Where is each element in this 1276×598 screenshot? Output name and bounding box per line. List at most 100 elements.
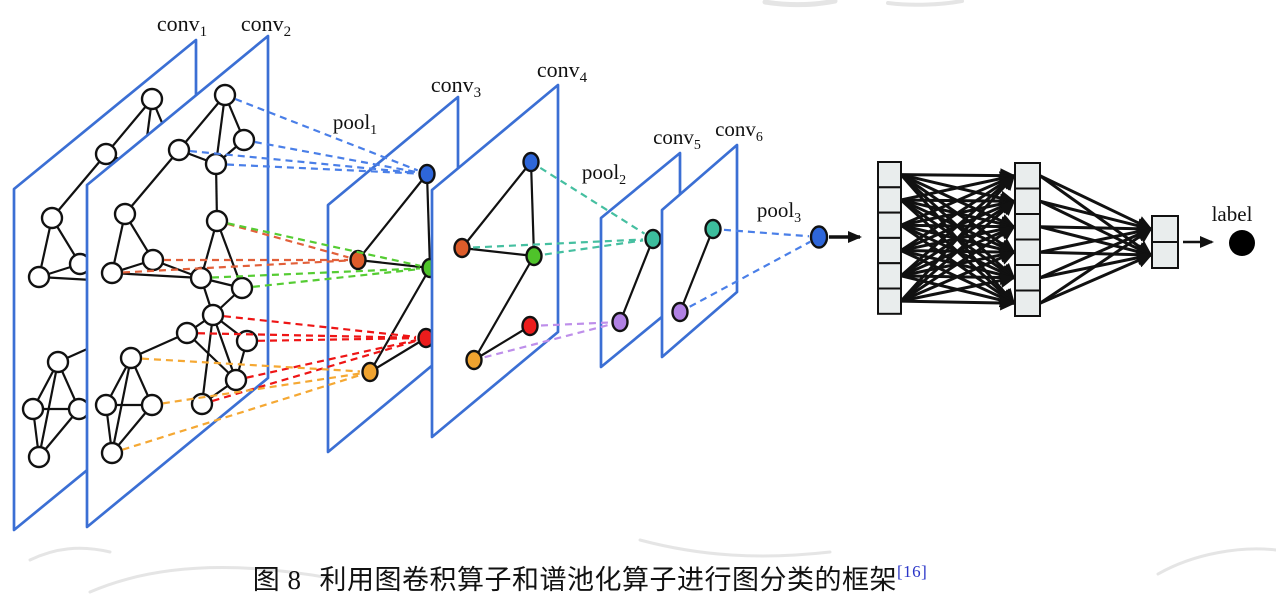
graph-conv2-edge-M-S [200, 314, 215, 405]
graph-conv2-edge-M-T [211, 314, 238, 381]
pool2-links [472, 166, 646, 256]
pool1-link-D-to-blue [189, 149, 418, 175]
graph-conv6 [671, 218, 722, 323]
graph-conv2-node-B [232, 128, 256, 152]
graph-conv5-node-purple [611, 311, 629, 333]
pool1-link-E-to-green [227, 222, 421, 267]
graph-conv2-node-A [213, 83, 237, 107]
graph-conv2-node-G [141, 248, 165, 272]
graph-conv1-node-H [27, 265, 51, 289]
graph-conv2-node-H [100, 261, 124, 285]
graph-conv4-edge-blue-orange [461, 161, 532, 249]
fc-layer-fc2 [1014, 162, 1041, 317]
pool3-links [689, 228, 811, 308]
graph-conv6-node-teal [704, 218, 722, 240]
graph-conv4-node-yellow [465, 349, 483, 371]
graph-conv2-node-N [175, 321, 199, 345]
scan-artifact [638, 538, 832, 558]
graph-conv4-edge-orange-green [461, 246, 535, 258]
pool1-links [122, 222, 349, 274]
graph-conv2-edge-A-C [214, 94, 227, 165]
fc-connection [1039, 253, 1153, 305]
graph-conv4-node-blue [522, 151, 540, 173]
graph-conv3-edge-orange-green [357, 258, 431, 270]
graph-conv4-node-green [525, 245, 543, 267]
graph-conv2-node-R [140, 393, 164, 417]
pool1-links [197, 315, 417, 402]
fc-connection [1039, 224, 1153, 254]
pool1-links [122, 357, 361, 451]
pool1-links [189, 97, 419, 175]
graph-conv2-node-D [167, 138, 191, 162]
graph-conv3-edge-blue-green [425, 173, 432, 269]
pool2-link-green-to-teal [544, 239, 644, 256]
graph-conv5-node-teal [644, 228, 662, 250]
fc-connection [900, 225, 1016, 303]
pool2-links [484, 321, 611, 359]
graph-conv2-node-J [230, 276, 254, 300]
graph-conv4-edge-green-yellow [473, 255, 535, 361]
pool1-link-P-to-yellow [141, 357, 361, 373]
graph-conv1-edge-D-F [51, 153, 107, 219]
fc-cell-fc2-0 [1014, 162, 1041, 190]
pool1-link-H-to-orange [122, 259, 349, 274]
fc-connection [900, 174, 1016, 227]
fc-cell-fc2-3 [1014, 238, 1041, 266]
pool1-link-I-to-green [211, 267, 421, 279]
label-conv6: conv6 [715, 117, 763, 145]
graph-conv2-edge-H-I [111, 271, 202, 280]
fc-connection [1039, 221, 1153, 237]
caption-text: 利用图卷积算子和谱池化算子进行图分类的框架 [319, 565, 897, 595]
fc-cell-fc1-5 [877, 287, 902, 315]
pool3-link-teal-to-final [723, 228, 810, 238]
panel-conv4 [430, 83, 560, 439]
fc-connection [1039, 227, 1153, 305]
fc-connection [900, 171, 1016, 202]
label-pool2: pool2 [582, 160, 626, 188]
fc-connection [899, 174, 1016, 303]
graph-conv4-edge-blue-green [529, 161, 536, 257]
scan-artifact [886, 0, 964, 7]
graph-conv1-edge-A-D [105, 98, 153, 155]
pool1-link-U-to-yellow [122, 373, 361, 451]
scan-artifact [1156, 547, 1276, 576]
graph-conv6-edge-teal-purple [678, 228, 715, 313]
graph-conv3-edge-blue-orange [357, 173, 428, 261]
fc-connection [900, 168, 1016, 184]
graph-conv2-node-P [119, 346, 143, 370]
pool1-link-J-to-green [252, 267, 421, 288]
fc-connection [900, 295, 1016, 311]
graph-conv2-node-M [201, 303, 225, 327]
scan-artifact [762, 0, 838, 8]
pool1-link-B-to-blue [254, 140, 418, 174]
graph-conv1-node-D [94, 142, 118, 166]
graph-conv6-node-purple [671, 301, 689, 323]
fc-cell-fc1-4 [877, 262, 902, 290]
pooled-vector-node [809, 225, 829, 249]
graph-conv2-node-O [235, 329, 259, 353]
graph-conv2-node-I [189, 266, 213, 290]
pool2-link-blue-to-teal [539, 166, 646, 235]
fc-cell-fc3-1 [1151, 241, 1179, 269]
fc-cell-fc2-1 [1014, 187, 1041, 215]
fc-cell-fc2-5 [1014, 289, 1041, 317]
graph-conv2-edge-D-F [124, 149, 180, 215]
caption-citation: [16] [896, 562, 928, 581]
fc-cell-fc1-1 [877, 186, 902, 214]
pool1-link-N-to-red [197, 332, 417, 339]
fc-connections-fc2-fc3 [1039, 174, 1153, 305]
graph-conv3-node-yellow [361, 361, 379, 383]
pool1-link-E-to-orange [227, 222, 349, 259]
graph-conv2-edge-A-D [178, 94, 226, 151]
scan-artifact [28, 546, 112, 562]
fc-cell-fc3-0 [1151, 215, 1179, 243]
scan-artifact [88, 566, 332, 594]
label-label: label [1212, 202, 1253, 226]
label-conv5: conv5 [653, 125, 701, 153]
pool1-link-R-to-yellow [162, 372, 361, 405]
fc-cell-fc2-4 [1014, 264, 1041, 292]
fc-connection [900, 174, 1016, 252]
graph-conv2-node-U [100, 441, 124, 465]
graph-conv4 [453, 151, 543, 371]
